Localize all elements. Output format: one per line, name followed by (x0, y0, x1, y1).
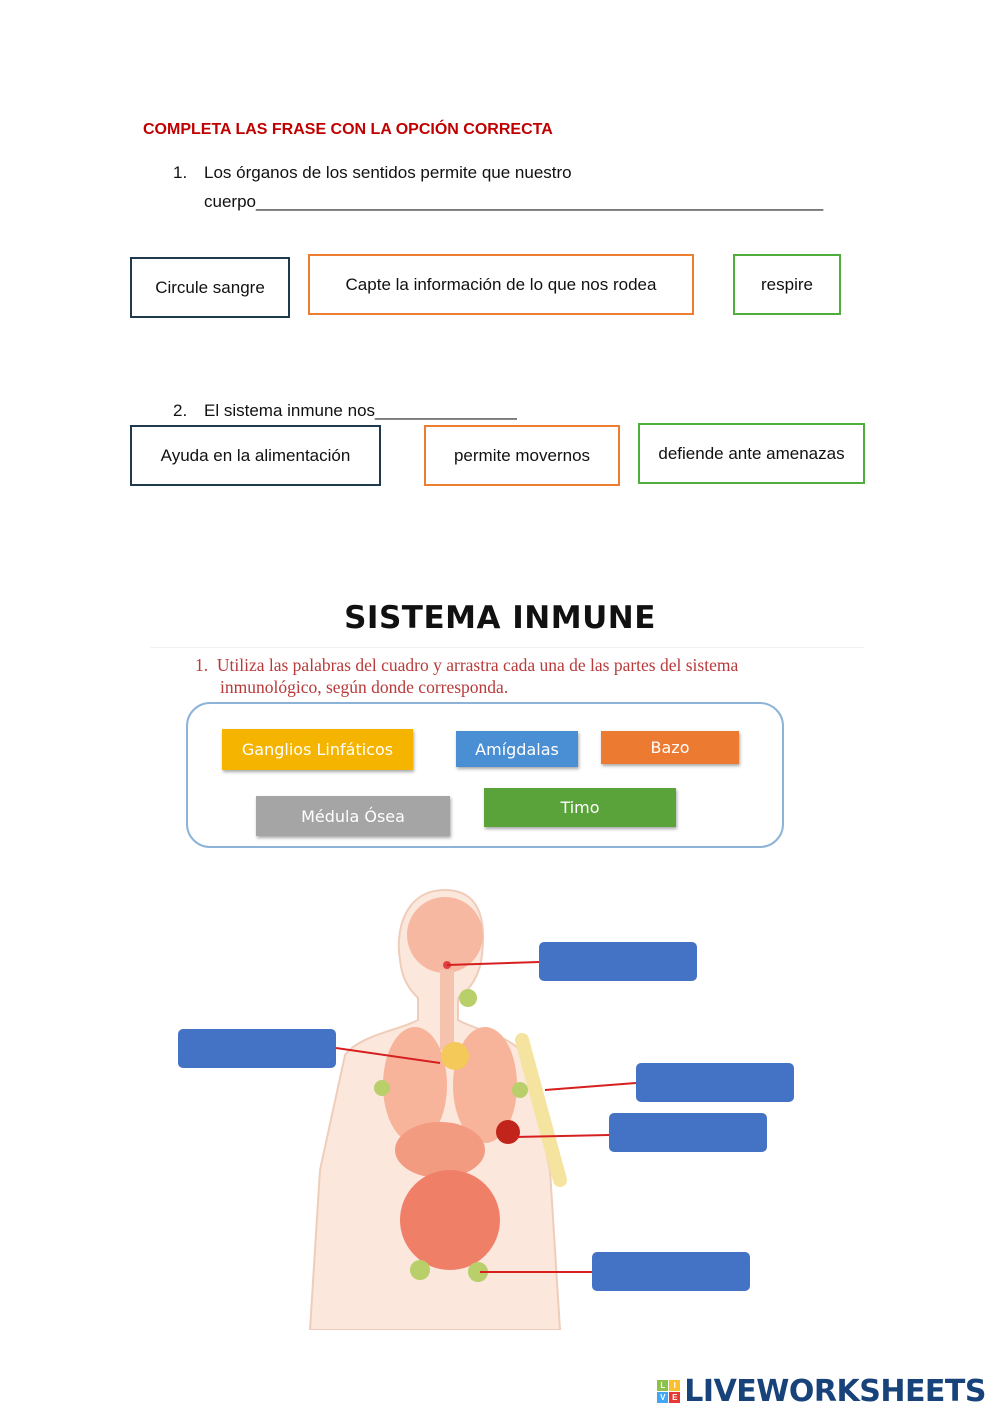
q1-option-respire[interactable]: respire (733, 254, 841, 315)
word-timo[interactable]: Timo (484, 788, 676, 827)
q1-option-capte-informacion[interactable]: Capte la información de lo que nos rodea (308, 254, 694, 315)
body-diagram (308, 888, 637, 1330)
question-1-blank: cuerpo__________________________________… (204, 192, 824, 211)
lymph-nodes-icon (374, 989, 528, 1282)
intestines (400, 1170, 500, 1270)
word-amigdalas[interactable]: Amígdalas (456, 731, 578, 767)
drop-zone-tonsils[interactable] (539, 942, 697, 981)
liver (395, 1122, 485, 1178)
left-lung (383, 1027, 447, 1143)
word-bazo[interactable]: Bazo (601, 731, 739, 764)
drop-zone-thymus[interactable] (178, 1029, 336, 1068)
q2-option-alimentacion[interactable]: Ayuda en la alimentación (130, 425, 381, 486)
word-bank (186, 702, 784, 848)
liveworksheets-logo: L I V E LIVEWORKSHEETS (657, 1374, 986, 1409)
section-title: SISTEMA INMUNE (344, 600, 656, 636)
q1-option-circule-sangre[interactable]: Circule sangre (130, 257, 290, 318)
word-medula-osea[interactable]: Médula Ósea (256, 796, 450, 836)
question-1-number: 1. (173, 163, 188, 182)
brain-icon (407, 897, 483, 973)
logo-letter: E (669, 1392, 681, 1403)
word-ganglios-linfaticos[interactable]: Ganglios Linfáticos (222, 729, 413, 770)
logo-text: LIVEWORKSHEETS (684, 1374, 986, 1409)
instruction-line-1: Utiliza las palabras del cuadro y arrast… (216, 655, 739, 675)
logo-letter: I (669, 1380, 681, 1391)
drop-zone-bone-marrow[interactable] (636, 1063, 794, 1102)
spleen-icon (496, 1120, 520, 1144)
drop-zone-lymph-nodes[interactable] (592, 1252, 750, 1291)
instruction-line-2: inmunológico, según donde corresponda. (220, 677, 509, 697)
trachea (440, 970, 454, 1050)
question-1-text: Los órganos de los sentidos permite que … (204, 163, 572, 182)
bone-icon (515, 1033, 567, 1187)
question-2-number: 2. (173, 401, 188, 420)
instructions-heading: COMPLETA LAS FRASE CON LA OPCIÓN CORRECT… (143, 121, 553, 138)
question-2-text: El sistema inmune nos_______________ (204, 401, 517, 420)
thymus-icon (441, 1042, 469, 1070)
logo-letter: L (657, 1380, 669, 1391)
drop-zone-spleen[interactable] (609, 1113, 767, 1152)
q2-option-movernos[interactable]: permite movernos (424, 425, 620, 486)
logo-squares-icon: L I V E (657, 1380, 681, 1403)
drag-instruction: 1. Utiliza las palabras del cuadro y arr… (195, 654, 738, 698)
instruction-number: 1. (195, 655, 209, 675)
pointer-arrows (335, 961, 637, 1273)
q2-option-defiende[interactable]: defiende ante amenazas (638, 423, 865, 484)
logo-letter: V (657, 1392, 669, 1403)
divider (150, 647, 864, 648)
